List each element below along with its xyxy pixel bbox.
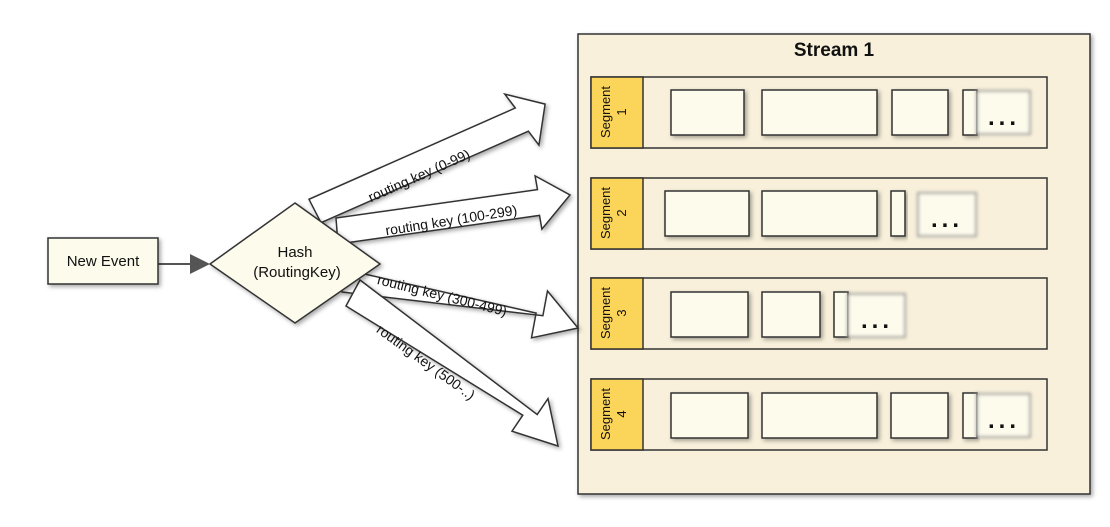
event-block <box>670 392 749 439</box>
segment-tab <box>590 76 644 149</box>
pending-block <box>976 90 1031 135</box>
segment-number: 4 <box>614 410 629 417</box>
event-block <box>761 89 878 136</box>
segment-tab <box>590 378 644 451</box>
pending-block <box>847 293 906 338</box>
segment-ellipsis: ... <box>988 104 1020 131</box>
event-block <box>761 190 878 237</box>
segment-1: Segment 1 ... <box>590 76 1048 149</box>
new-event-node: New Event <box>47 237 210 285</box>
segment-ellipsis: ... <box>931 206 963 233</box>
segment-ellipsis: ... <box>988 407 1020 434</box>
segment-2: Segment 2 ... <box>590 177 1048 250</box>
segment-label: Segment <box>598 287 613 339</box>
segment-3: Segment 3 ... <box>590 277 1048 350</box>
event-block <box>962 392 978 439</box>
segment-number: 1 <box>614 108 629 115</box>
new-event-label: New Event <box>67 253 140 270</box>
event-block <box>833 291 849 338</box>
stream-title: Stream 1 <box>794 40 875 61</box>
segment-tab <box>590 277 644 350</box>
segment-number: 3 <box>614 309 629 316</box>
hash-sublabel: (RoutingKey) <box>253 264 341 281</box>
event-block <box>890 392 949 439</box>
segment-label: Segment <box>598 187 613 239</box>
event-block <box>664 190 750 237</box>
segment-4: Segment 4 ... <box>590 378 1048 451</box>
segment-tab <box>590 177 644 250</box>
segment-number: 2 <box>614 209 629 216</box>
event-block <box>962 89 978 136</box>
pending-block <box>976 393 1031 438</box>
event-block <box>670 89 745 136</box>
event-block <box>761 291 821 338</box>
segment-ellipsis: ... <box>861 307 893 334</box>
event-block <box>891 89 949 136</box>
pending-block <box>917 192 977 237</box>
hash-label: Hash <box>277 244 312 261</box>
segment-label: Segment <box>598 388 613 440</box>
hash-node: Hash (RoutingKey) <box>208 202 382 324</box>
event-block <box>761 392 878 439</box>
segment-label: Segment <box>598 86 613 138</box>
event-block <box>670 291 749 338</box>
event-block <box>890 190 906 237</box>
